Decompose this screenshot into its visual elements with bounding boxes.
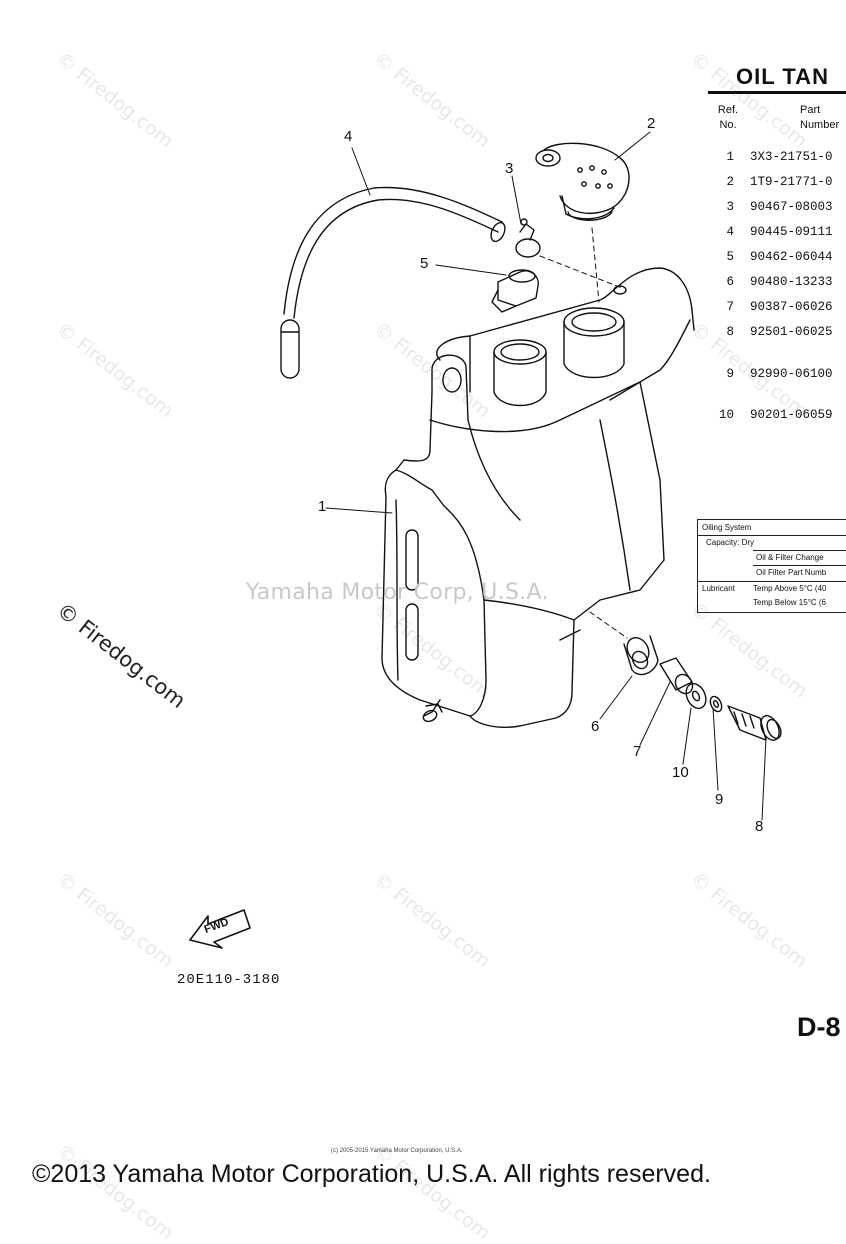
row-ref: 9 [726, 367, 734, 381]
row-ref: 6 [726, 275, 734, 289]
collar [659, 657, 694, 695]
callout-1: 1 [318, 498, 327, 515]
header-ref: Ref. No. [717, 104, 739, 131]
row-part-number: 1T9-21771-0 [750, 175, 833, 189]
hose-fitting [491, 269, 539, 313]
table-row: 8 92501-06025 [704, 325, 833, 339]
washer-large [685, 682, 707, 710]
table-row: 3 90467-08003 [704, 200, 833, 214]
table-row: 2 1T9-21771-0 [704, 175, 833, 189]
row-part-number: 90480-13233 [750, 275, 833, 289]
row-part-number: 3X3-21751-0 [750, 150, 833, 164]
spec-lubricant: Lubricant [702, 584, 735, 593]
fwd-arrow-icon [189, 909, 251, 949]
callout-4: 4 [344, 128, 353, 145]
row-part-number: 92990-06100 [750, 367, 833, 381]
table-row: 7 90387-06026 [704, 300, 833, 314]
hose-clamp [515, 218, 541, 258]
callout-7: 7 [633, 743, 642, 760]
breather-hose [280, 186, 506, 379]
spec-box: Oiling System Capacity: Dry Oil & Filter… [697, 519, 846, 613]
row-part-number: 92501-06025 [750, 325, 833, 339]
callout-2: 2 [647, 115, 656, 132]
table-row: 4 90445-09111 [704, 225, 833, 239]
row-ref: 3 [726, 200, 734, 214]
spec-oiling-system: Oiling System [702, 523, 752, 532]
bolt [727, 705, 782, 741]
spec-oil-filter-change: Oil & Filter Change [756, 553, 824, 562]
table-row: 10 90201-06059 [704, 408, 833, 422]
callout-6: 6 [591, 718, 600, 735]
footer-copyright: ©2013 Yamaha Motor Corporation, U.S.A. A… [32, 1160, 711, 1188]
row-ref: 4 [726, 225, 734, 239]
row-ref: 2 [726, 175, 734, 189]
row-ref: 5 [726, 250, 734, 264]
header-part-number: Part Number [800, 104, 840, 131]
row-ref: 8 [726, 325, 734, 339]
page-number: D-8 [797, 1012, 841, 1042]
callout-10: 10 [672, 764, 689, 781]
small-copyright: (c) 2005-2015 Yamaha Motor Corporation, … [331, 1148, 463, 1154]
spec-capacity: Capacity: Dry [706, 538, 755, 547]
row-ref: 1 [726, 150, 734, 164]
watermark-center: Yamaha Motor Corp, U.S.A. [246, 580, 549, 605]
table-row: 1 3X3-21751-0 [704, 150, 833, 164]
filler-cap [535, 142, 630, 221]
spec-temp-below: Temp Below 15°C (6 [753, 598, 827, 607]
callout-8: 8 [755, 818, 764, 835]
figure-code: 20E110-3180 [177, 972, 281, 988]
callout-9: 9 [715, 791, 724, 808]
table-row: 9 92990-06100 [704, 367, 833, 381]
title-rule [708, 91, 846, 94]
washer-small [709, 695, 723, 713]
parts-table: OIL TAN [708, 64, 846, 94]
oil-tank-body [381, 267, 695, 728]
row-ref: 7 [726, 300, 734, 314]
row-part-number: 90462-06044 [750, 250, 833, 264]
table-row: 6 90480-13233 [704, 275, 833, 289]
exploded-view-diagram [189, 131, 782, 949]
table-row: 5 90462-06044 [704, 250, 833, 264]
leader-lines [325, 131, 767, 821]
row-part-number: 90387-06026 [750, 300, 833, 314]
grommet [623, 635, 659, 676]
row-ref: 10 [718, 408, 734, 422]
callout-3: 3 [505, 160, 514, 177]
row-part-number: 90201-06059 [750, 408, 833, 422]
row-part-number: 90467-08003 [750, 200, 833, 214]
table-title: OIL TAN [736, 64, 829, 89]
callout-5: 5 [420, 255, 429, 272]
spec-temp-above: Temp Above 5°C (40 [753, 584, 827, 593]
row-part-number: 90445-09111 [750, 225, 833, 239]
spec-oil-filter-part: Oil Filter Part Numb [756, 568, 827, 577]
